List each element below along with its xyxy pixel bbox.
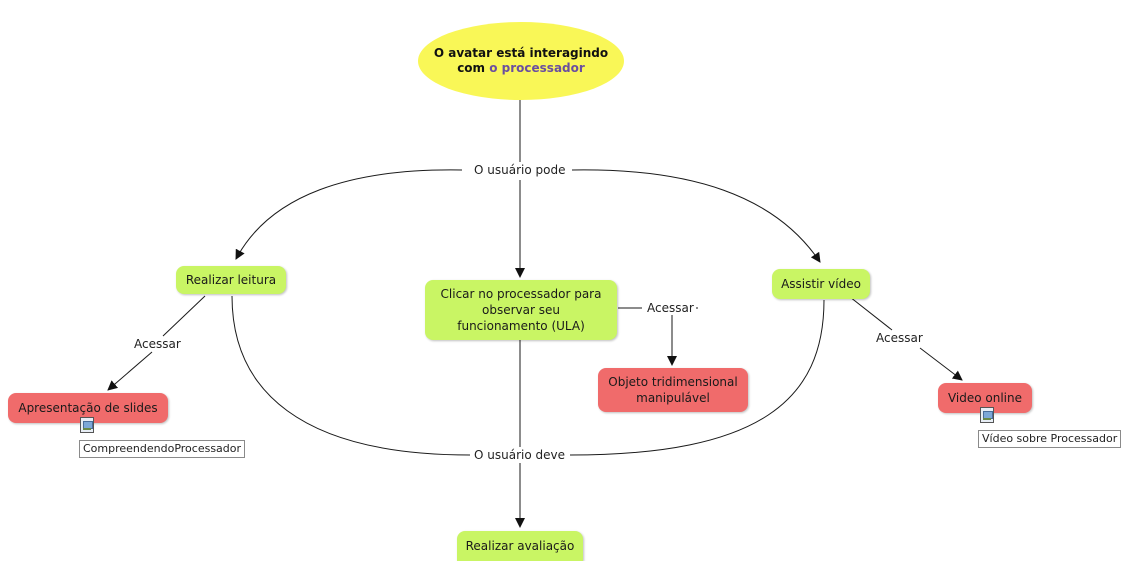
- edge-video-acessar: [849, 296, 893, 331]
- resource-objeto-tridimensional[interactable]: Objeto tridimensional manipulável: [598, 368, 748, 412]
- edge-acessar-slides: [107, 351, 153, 391]
- root-line-2-prefix: com: [457, 61, 490, 75]
- concept-realizar-avaliacao[interactable]: Realizar avaliação: [457, 531, 583, 561]
- root-line-2-highlight: o processador: [489, 61, 585, 75]
- concept-clicar-processador[interactable]: Clicar no processador para observar seu …: [425, 280, 617, 340]
- link-label-acessar-center[interactable]: Acessar: [645, 301, 696, 315]
- link-label-acessar-right[interactable]: Acessar: [874, 331, 925, 345]
- edge-acessar-videoonline: [919, 347, 963, 381]
- root-concept[interactable]: O avatar está interagindo com o processa…: [418, 22, 624, 100]
- edge-video-deve: [569, 299, 825, 456]
- edge-acessar-objeto: [667, 307, 698, 366]
- link-label-usuario-deve[interactable]: O usuário deve: [472, 448, 567, 462]
- concept-realizar-leitura[interactable]: Realizar leitura: [176, 266, 286, 294]
- attachment-label-slides: CompreendendoProcessador: [79, 440, 246, 458]
- link-label-acessar-left[interactable]: Acessar: [132, 337, 183, 351]
- resource-file-icon[interactable]: [80, 417, 94, 433]
- root-line-2: com o processador: [457, 61, 585, 76]
- resource-file-icon[interactable]: [980, 407, 994, 423]
- edge-pode-leitura: [235, 169, 463, 260]
- root-line-1: O avatar está interagindo: [433, 46, 609, 60]
- edge-leitura-deve: [231, 295, 471, 456]
- edge-pode-video: [571, 169, 821, 263]
- edge-leitura-acessar: [162, 295, 206, 337]
- attachment-label-video-online: Vídeo sobre Processador: [978, 430, 1122, 448]
- link-label-usuario-pode[interactable]: O usuário pode: [472, 163, 568, 177]
- concept-assistir-video[interactable]: Assistir vídeo: [772, 269, 870, 299]
